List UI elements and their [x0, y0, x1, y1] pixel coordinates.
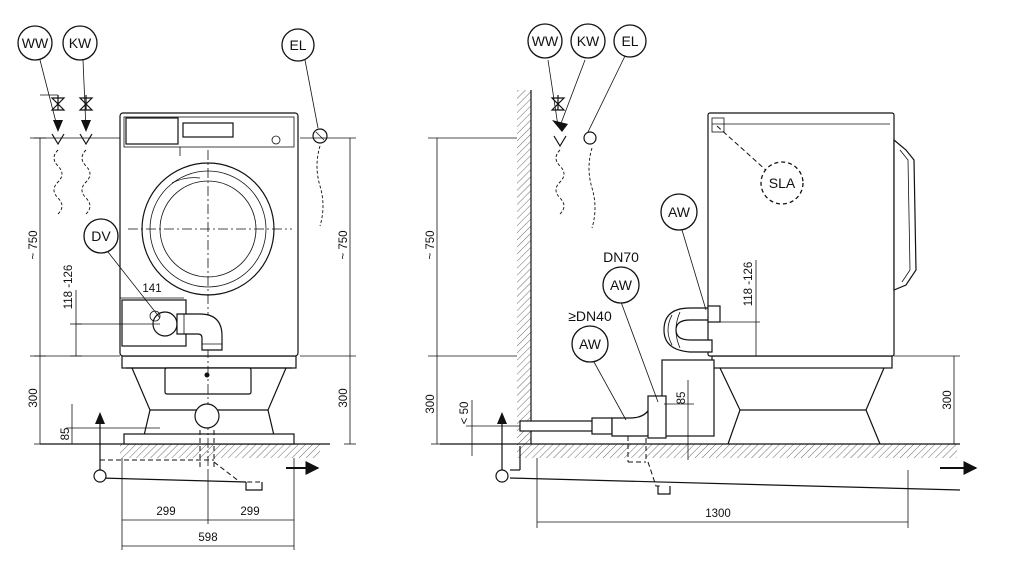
bubble-kw-side: KW — [570, 23, 606, 59]
side-view: ~ 750 300 < 50 85 118 -126 300 1300 DN70… — [425, 23, 978, 528]
svg-text:EL: EL — [289, 37, 306, 53]
drain-hose-side — [663, 305, 721, 353]
bubble-el-side: EL — [613, 24, 647, 58]
dim-1300-side: 1300 — [705, 508, 731, 520]
bubble-aw-lower-side: AW — [571, 325, 609, 363]
drain-valve-front — [149, 310, 223, 351]
dim-lt50-side: < 50 — [459, 402, 471, 425]
dim-300-front-left: 300 — [28, 388, 40, 407]
bubble-ww-front: WW — [17, 25, 53, 61]
dim-300-front-right: 300 — [338, 388, 350, 407]
wall-hatch — [517, 90, 531, 444]
drain-pipe-front — [99, 403, 263, 491]
dim-299-front-left: 299 — [156, 506, 175, 518]
pedestal-front — [121, 355, 297, 445]
dimensions-side — [428, 137, 960, 528]
svg-text:WW: WW — [22, 35, 49, 51]
floor-hatch-side — [517, 444, 957, 458]
water-valve-side — [550, 95, 568, 215]
vent-riser-side — [495, 412, 509, 483]
dim-299-front-right: 299 — [240, 506, 259, 518]
svg-text:EL: EL — [621, 33, 638, 49]
dim-750-front-right: ~ 750 — [338, 230, 350, 259]
bubble-aw-middle-side: AW — [602, 266, 640, 304]
svg-text:KW: KW — [577, 33, 600, 49]
dim-85-front: 85 — [60, 428, 72, 441]
pedestal-side — [661, 355, 893, 445]
washing-machine-side — [707, 112, 917, 357]
water-valves-front — [40, 94, 94, 215]
bubble-dv-front: DV — [83, 218, 119, 254]
dim-300-side-right: 300 — [942, 390, 954, 409]
bubble-kw-front: KW — [62, 25, 98, 61]
dim-118-126-front: 118 -126 — [63, 265, 75, 310]
svg-text:AW: AW — [668, 204, 691, 220]
floor-hatch-front — [120, 444, 320, 458]
svg-text:DV: DV — [91, 228, 111, 244]
vent-riser-front — [93, 412, 107, 483]
svg-text:AW: AW — [579, 336, 602, 352]
dim-598-front: 598 — [198, 532, 217, 544]
svg-text:KW: KW — [69, 35, 92, 51]
svg-text:AW: AW — [610, 277, 633, 293]
dim-141-front: 141 — [142, 283, 161, 295]
front-view: ~ 750 118 -126 141 300 85 ~ 750 300 299 … — [17, 25, 356, 550]
electrical-socket-front — [312, 128, 328, 227]
dn70-label: DN70 — [603, 249, 639, 265]
svg-text:WW: WW — [532, 33, 559, 49]
drain-pipe-side — [509, 395, 961, 495]
dim-750-side: ~ 750 — [425, 230, 437, 259]
bubble-ww-side: WW — [527, 23, 563, 59]
electrical-socket-side — [583, 131, 597, 229]
bubble-sla-side: SLA — [760, 161, 804, 205]
bubble-aw-upper-side: AW — [660, 193, 698, 231]
dim-118-126-side: 118 -126 — [743, 262, 755, 307]
dim-85-side: 85 — [676, 392, 688, 405]
bubble-el-front: EL — [281, 28, 315, 62]
dim-750-front-left: ~ 750 — [28, 230, 40, 259]
dim-300-side-left: 300 — [425, 394, 437, 413]
dimensions-front — [30, 137, 356, 550]
dn40-label: ≥DN40 — [568, 308, 612, 324]
svg-text:SLA: SLA — [769, 175, 796, 191]
